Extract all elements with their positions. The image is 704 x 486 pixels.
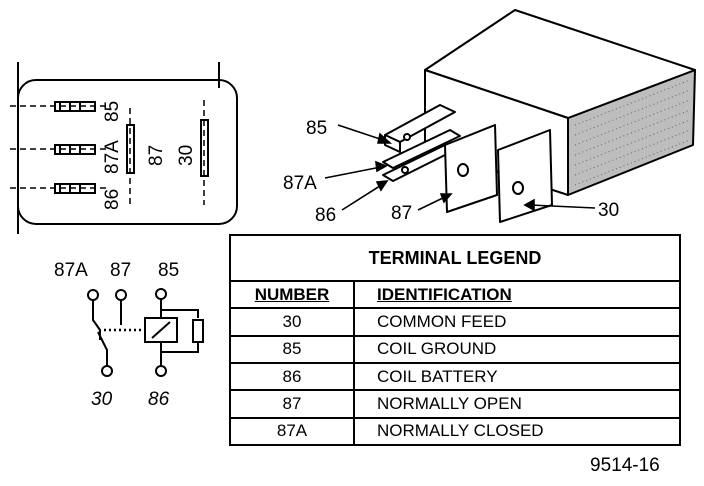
table-row: 87A NORMALLY CLOSED	[229, 416, 681, 447]
table-row: 30 COMMON FEED	[229, 307, 681, 337]
relay-pointers	[324, 124, 596, 212]
schematic-label-87a: 87A	[54, 260, 88, 281]
legend-identification-cell: COMMON FEED	[353, 307, 681, 337]
socket-label-87a: 87A	[102, 140, 123, 174]
table-row: 86 COIL BATTERY	[229, 361, 681, 392]
relay-schematic	[87, 288, 204, 377]
legend-number-cell: 86	[229, 361, 355, 392]
legend-header-number: NUMBER	[229, 279, 355, 310]
figure-number: 9514-16	[590, 455, 660, 476]
socket-label-87: 87	[146, 145, 167, 166]
schematic-label-85: 85	[158, 260, 179, 281]
legend-number-cell: 30	[229, 307, 355, 337]
relay-view	[382, 9, 696, 223]
terminal-legend: TERMINAL LEGEND NUMBER IDENTIFICATION 30…	[229, 234, 681, 447]
terminal-legend-table: TERMINAL LEGEND NUMBER IDENTIFICATION 30…	[229, 234, 681, 447]
legend-number-cell: 87A	[229, 416, 355, 447]
legend-identification-cell: COIL BATTERY	[353, 361, 681, 392]
schematic-label-30: 30	[91, 389, 113, 410]
legend-header-identification: IDENTIFICATION	[353, 279, 681, 310]
schematic-label-87: 87	[110, 260, 131, 281]
legend-title: TERMINAL LEGEND	[229, 234, 681, 282]
relay-label-86: 86	[315, 205, 336, 226]
legend-number-cell: 87	[229, 389, 355, 419]
relay-label-85: 85	[306, 118, 327, 139]
table-row: 85 COIL GROUND	[229, 334, 681, 364]
schematic-label-86: 86	[148, 389, 170, 410]
legend-identification-cell: COIL GROUND	[353, 334, 681, 364]
legend-number-cell: 85	[229, 334, 355, 364]
table-row: 87 NORMALLY OPEN	[229, 389, 681, 419]
legend-identification-cell: NORMALLY CLOSED	[353, 416, 681, 447]
socket-view	[10, 62, 238, 234]
legend-identification-cell: NORMALLY OPEN	[353, 389, 681, 419]
relay-label-30: 30	[598, 200, 619, 221]
relay-label-87: 87	[391, 203, 412, 224]
socket-label-30: 30	[176, 145, 197, 166]
socket-label-85: 85	[102, 101, 123, 122]
socket-label-86: 86	[102, 189, 123, 210]
relay-label-87a: 87A	[283, 173, 317, 194]
